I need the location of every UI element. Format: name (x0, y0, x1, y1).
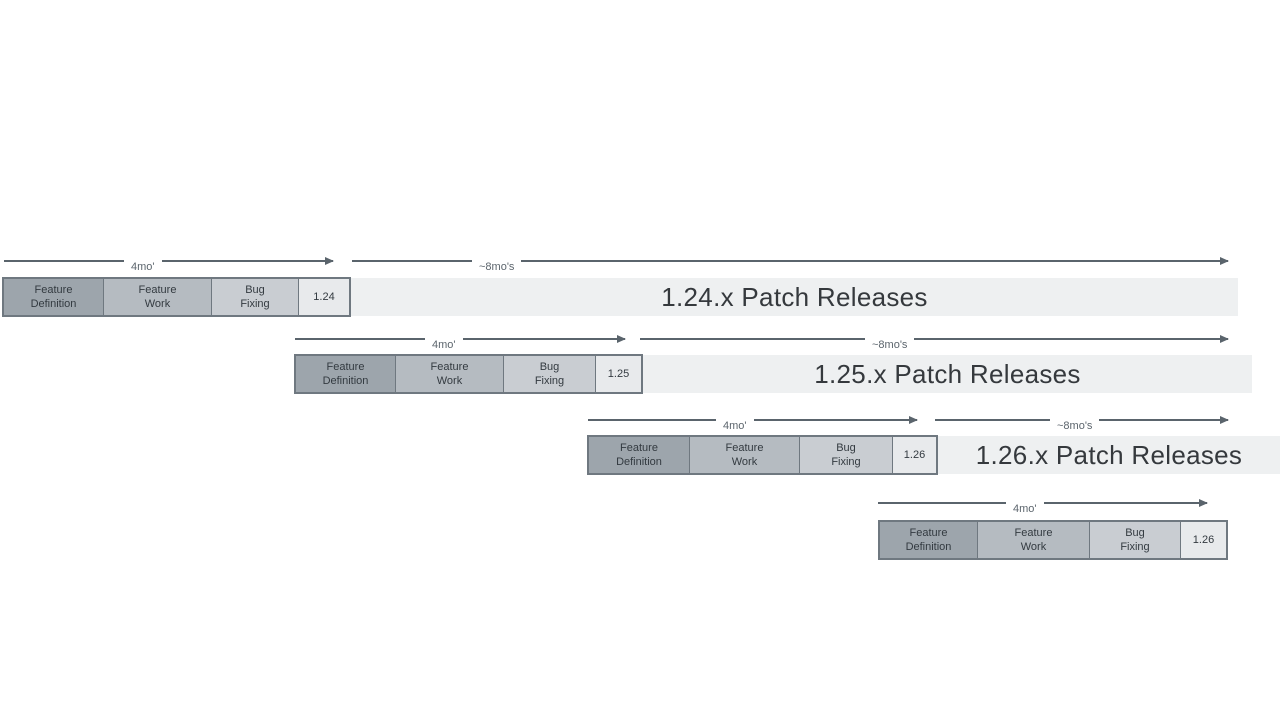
dev-duration-arrow: 4mo' (4, 253, 334, 275)
phase-feature-definition: Feature Definition (880, 522, 977, 558)
dev-cycle-bar: Feature Definition Feature Work Bug Fixi… (878, 520, 1228, 560)
phase-bug-fixing: Bug Fixing (799, 437, 892, 473)
arrow-line (878, 502, 1006, 504)
patch-releases-bar: 1.24.x Patch Releases (351, 278, 1238, 316)
arrow-right-icon (1043, 499, 1208, 507)
dev-duration-label: 4mo' (131, 261, 155, 273)
phase-feature-work: Feature Work (395, 356, 503, 392)
version-box: 1.24 (298, 279, 349, 315)
arrow-line (640, 338, 865, 340)
phase-bug-fixing: Bug Fixing (1089, 522, 1180, 558)
dev-duration-arrow: 4mo' (295, 331, 626, 353)
arrow-right-icon (914, 335, 1229, 343)
phase-feature-definition: Feature Definition (589, 437, 689, 473)
arrow-right-icon (1099, 416, 1229, 424)
dev-cycle-bar: Feature Definition Feature Work Bug Fixi… (2, 277, 351, 317)
dev-cycle-bar: Feature Definition Feature Work Bug Fixi… (294, 354, 643, 394)
phase-feature-definition: Feature Definition (296, 356, 395, 392)
patch-duration-label: ~8mo's (479, 261, 515, 273)
patch-duration-label: ~8mo's (1057, 420, 1093, 432)
arrow-line (588, 419, 716, 421)
version-box: 1.25 (595, 356, 641, 392)
dev-duration-arrow: 4mo' (588, 412, 918, 434)
phase-feature-work: Feature Work (977, 522, 1089, 558)
arrow-line (4, 260, 124, 262)
patch-duration-label: ~8mo's (872, 339, 908, 351)
dev-duration-label: 4mo' (1013, 503, 1037, 515)
dev-duration-label: 4mo' (432, 339, 456, 351)
dev-duration-arrow: 4mo' (878, 495, 1208, 517)
version-box: 1.26 (1180, 522, 1226, 558)
arrow-right-icon (521, 257, 1229, 265)
version-box: 1.26 (892, 437, 936, 473)
arrow-right-icon (161, 257, 334, 265)
patch-duration-arrow: ~8mo's (935, 412, 1229, 434)
phase-feature-work: Feature Work (103, 279, 211, 315)
phase-bug-fixing: Bug Fixing (503, 356, 595, 392)
arrow-line (935, 419, 1050, 421)
phase-bug-fixing: Bug Fixing (211, 279, 298, 315)
arrow-line (295, 338, 425, 340)
phase-feature-work: Feature Work (689, 437, 799, 473)
phase-feature-definition: Feature Definition (4, 279, 103, 315)
dev-cycle-bar: Feature Definition Feature Work Bug Fixi… (587, 435, 938, 475)
patch-duration-arrow: ~8mo's (352, 253, 1229, 275)
patch-releases-bar: 1.25.x Patch Releases (643, 355, 1252, 393)
patch-releases-bar: 1.26.x Patch Releases (938, 436, 1280, 474)
patch-duration-arrow: ~8mo's (640, 331, 1229, 353)
dev-duration-label: 4mo' (723, 420, 747, 432)
arrow-right-icon (462, 335, 626, 343)
arrow-line (352, 260, 472, 262)
arrow-right-icon (753, 416, 918, 424)
